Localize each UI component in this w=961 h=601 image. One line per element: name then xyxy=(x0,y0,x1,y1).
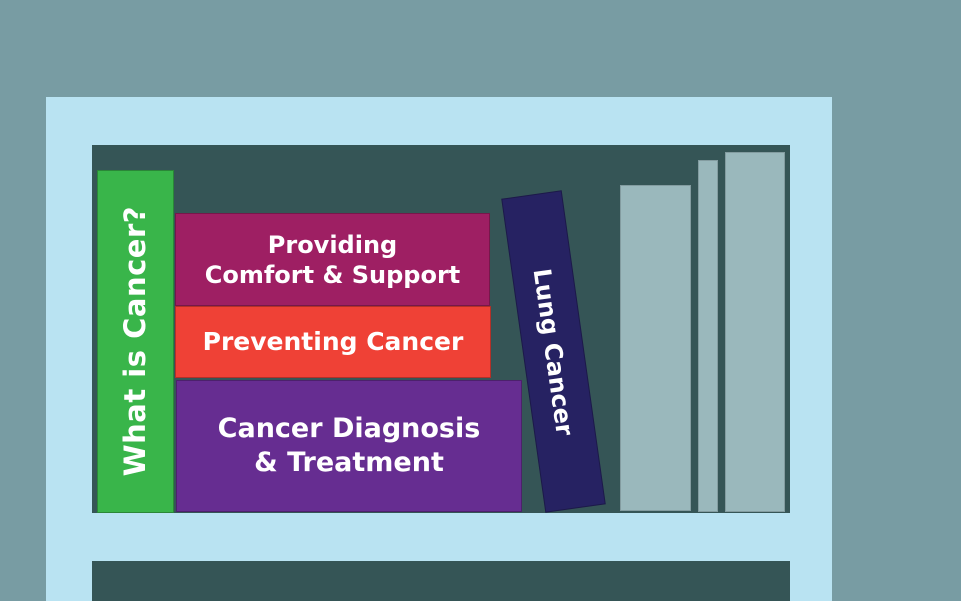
book-preventing-cancer[interactable]: Preventing Cancer xyxy=(175,306,491,378)
book-what-is-cancer-label: What is Cancer? xyxy=(118,206,153,477)
blank-book-thin xyxy=(698,160,718,512)
book-comfort-label-line1: Providing xyxy=(267,230,398,259)
lower-bookshelf xyxy=(92,561,790,601)
book-preventing-label: Preventing Cancer xyxy=(202,327,464,357)
book-diagnosis-label-line2: & Treatment xyxy=(254,447,444,478)
blank-book-wide xyxy=(620,185,691,511)
book-lung-label: Lung Cancer xyxy=(527,266,580,437)
book-providing-comfort-support[interactable]: Providing Comfort & Support xyxy=(175,213,490,306)
blank-book-tall xyxy=(725,152,785,512)
book-comfort-label-line2: Comfort & Support xyxy=(204,260,461,289)
book-what-is-cancer[interactable]: What is Cancer? xyxy=(97,170,174,513)
book-cancer-diagnosis-treatment[interactable]: Cancer Diagnosis & Treatment xyxy=(176,380,522,512)
book-diagnosis-label-line1: Cancer Diagnosis xyxy=(217,413,481,445)
